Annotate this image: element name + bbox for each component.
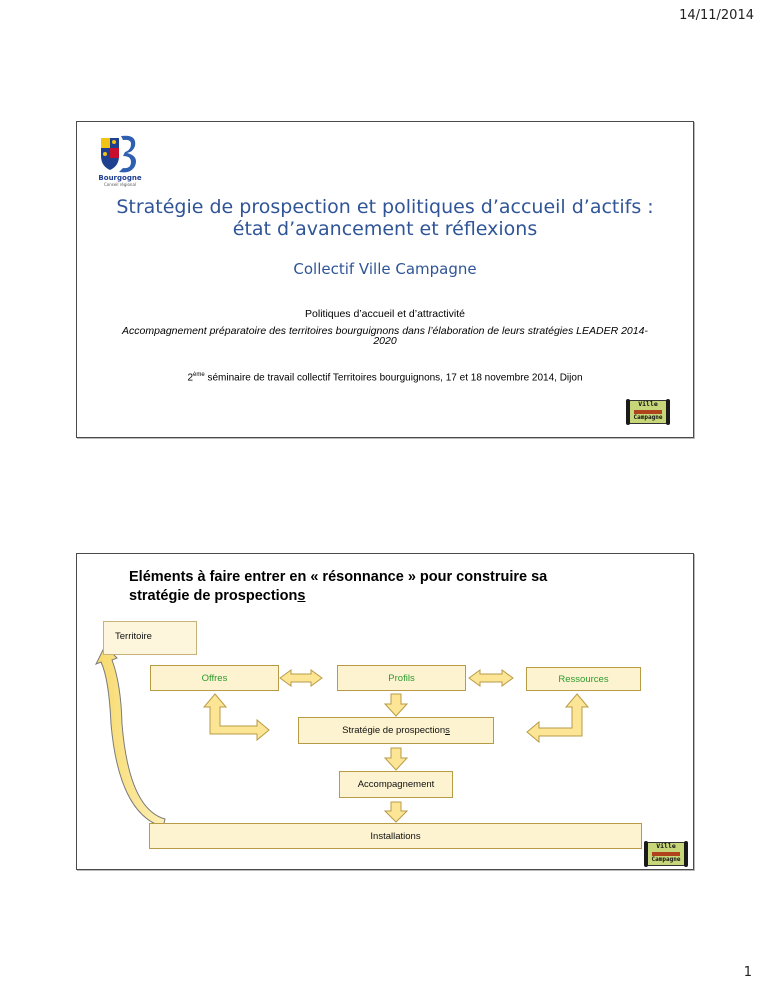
bourgogne-emblem-icon	[101, 135, 136, 173]
bent-arrow-offres	[202, 693, 270, 742]
slide-1-seminar-line: 2ème séminaire de travail collectif Terr…	[87, 372, 683, 383]
box-accompagnement: Accompagnement	[339, 771, 453, 798]
ville-campagne-logo: Ville Campagne	[644, 841, 688, 867]
box-offres: Offres	[150, 665, 279, 691]
page-date: 14/11/2014	[679, 8, 754, 23]
seminar-number: 2	[187, 372, 194, 384]
slide-2: Eléments à faire entrer en « résonnance …	[76, 553, 694, 870]
box-ressources: Ressources	[526, 667, 641, 691]
box-profils: Profils	[337, 665, 466, 691]
seminar-text: séminaire de travail collectif Territoir…	[204, 372, 583, 384]
slide-2-title-main: Eléments à faire entrer en « résonnance …	[129, 569, 548, 604]
ville-campagne-logo-bottom: Campagne	[651, 856, 681, 863]
arrow-accompagnement-installations	[383, 801, 409, 823]
slide-1-context-line: Politiques d’accueil et d’attractivité	[305, 308, 465, 320]
bourgogne-logo: Bourgogne Conseil régional	[97, 132, 143, 188]
box-territoire: Territoire	[103, 621, 197, 655]
bourgogne-logo-subtext: Conseil régional	[103, 182, 137, 187]
arrow-strategie-accompagnement	[383, 747, 409, 771]
ville-campagne-logo-top: Ville	[656, 842, 676, 850]
bourgogne-logo-text: Bourgogne	[98, 174, 142, 182]
slide-1: Bourgogne Conseil régional Stratégie de …	[76, 121, 694, 438]
box-strategie-suffix: s	[445, 725, 450, 736]
ville-campagne-logo-bottom: Campagne	[633, 414, 663, 421]
slide-1-title-line-1: Stratégie de prospection et politiques d…	[116, 196, 654, 218]
slide-1-title-line-2: état d’avancement et réflexions	[232, 218, 538, 240]
slide-2-title: Eléments à faire entrer en « résonnance …	[129, 568, 599, 606]
box-strategie-label: Stratégie de prospection	[342, 725, 446, 736]
slide-2-title-suffix: s	[297, 588, 306, 604]
bent-arrow-ressources	[526, 693, 590, 744]
box-installations: Installations	[149, 823, 642, 849]
slide-1-subtitle: Collectif Ville Campagne	[293, 260, 477, 278]
slide-1-italic-line: Accompagnement préparatoire des territoi…	[122, 325, 648, 347]
double-arrow-profils-ressources	[468, 669, 514, 687]
ville-campagne-logo-top: Ville	[638, 400, 658, 408]
page-number: 1	[743, 965, 752, 980]
slide-1-title: Stratégie de prospection et politiques d…	[97, 196, 673, 240]
arrow-profils-strategie	[383, 693, 409, 717]
seminar-ordinal: ème	[193, 372, 205, 378]
double-arrow-offres-profils	[279, 669, 323, 687]
ville-campagne-logo: Ville Campagne	[626, 399, 670, 425]
